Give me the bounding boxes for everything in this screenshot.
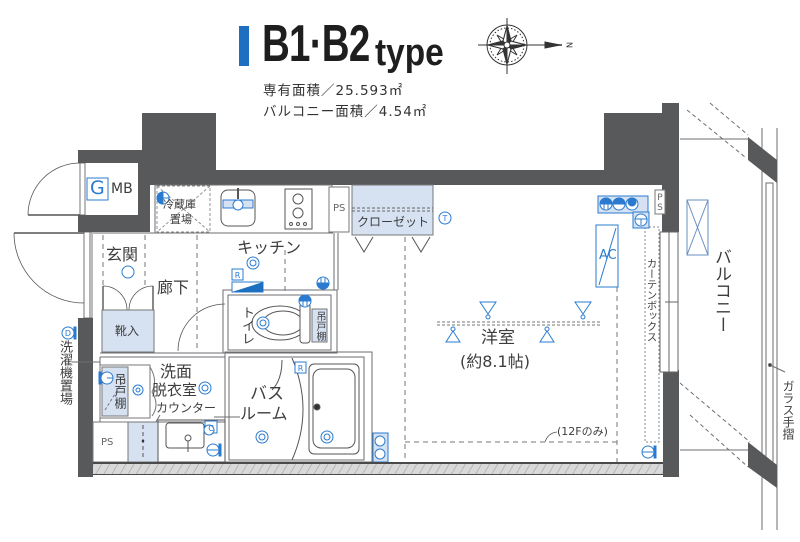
- entrance-door: [13, 231, 93, 319]
- balcony-storage-box: [686, 199, 709, 256]
- pipe-space-label-room: PS: [655, 193, 665, 213]
- control-panel-label: C: [208, 424, 214, 433]
- shoe-cabinet: [101, 309, 155, 353]
- data-outlet-icon: D: [61, 326, 77, 340]
- range-hood-mark: R: [235, 271, 241, 280]
- plan-type-title: B1·B2: [262, 15, 370, 73]
- kitchen-counter: [154, 184, 333, 234]
- entrance-label: 玄関: [106, 245, 139, 264]
- pipe-space-label-washroom: PS: [101, 437, 114, 448]
- kitchen-outlet-icon: [316, 276, 330, 290]
- balcony-label: バルコニー: [711, 248, 731, 333]
- gas-meter-symbol: G: [90, 177, 105, 199]
- pipe-space-room: [654, 189, 666, 215]
- washroom-light-icon: [198, 381, 212, 395]
- note-12f-only: (12Fのみ): [557, 425, 608, 438]
- outlet-icons: D T C: [61, 191, 657, 463]
- control-panel-icon: C: [203, 420, 218, 436]
- balcony-wall-bottom: [748, 442, 777, 488]
- range-hood-icon: R: [231, 268, 264, 293]
- glass-railing-label: ガラス手摺: [781, 380, 795, 440]
- spotlight-icon: [445, 326, 555, 343]
- toilet-cabinet-label: 吊戸棚: [314, 311, 325, 341]
- curtain-box: [644, 226, 660, 443]
- plan-type-suffix: type: [375, 32, 444, 74]
- closet-label: クローゼット: [357, 215, 430, 229]
- washbasin-outlet-icon: [206, 443, 222, 457]
- western-room-label: 洋室: [481, 328, 515, 348]
- fridge-space-label-2: 置場: [170, 213, 192, 226]
- private-area-text: 専有面積／25.593㎡: [263, 83, 404, 99]
- bathroom-label-2: ルーム: [240, 404, 288, 423]
- bath-fan-icon: [372, 432, 389, 463]
- laundry-space-label: 洗濯機置場: [57, 340, 72, 405]
- outlet-cluster: [597, 195, 650, 229]
- entrance-light-icon: [121, 265, 135, 279]
- washroom-label-2: 脱衣室: [152, 381, 198, 399]
- under-counter-storage: [127, 421, 159, 463]
- tv-outlet-label: T: [442, 214, 448, 223]
- kitchen-sink-icon: [220, 188, 256, 227]
- kitchen-label: キッチン: [237, 238, 302, 257]
- washroom-small-light-icon: [132, 384, 144, 396]
- room-outlet-icon: [641, 445, 657, 459]
- pipe-space-label-kitchen: PS: [333, 203, 346, 214]
- exterior-hatched-wall: [93, 462, 663, 475]
- data-outlet-label: D: [65, 329, 71, 338]
- wash-cabinet-label: 吊戸棚: [113, 373, 127, 409]
- kitchen-light-icon: [246, 256, 260, 270]
- north-arrow-icon: [544, 41, 561, 49]
- meter-box: [84, 163, 138, 215]
- toilet-outlet-icon: [298, 294, 312, 308]
- western-room-size: (約8.1帖): [460, 352, 530, 371]
- bath-vent-mark: R: [294, 361, 307, 374]
- hallway-label: 廊下: [157, 278, 190, 297]
- toilet-door-swing: [177, 303, 226, 352]
- closet: [351, 184, 434, 253]
- bathtub-light-icon: [320, 430, 334, 444]
- air-conditioner-label: AC: [599, 248, 617, 263]
- exterior-walls: [78, 103, 679, 477]
- washroom-label-1: 洗面: [160, 362, 193, 381]
- balcony-wall-top: [748, 137, 777, 183]
- ceiling-light-rail: [437, 321, 602, 326]
- balcony-area-text: バルコニー面積／4.54㎡: [263, 104, 428, 120]
- curtain-box-label: カーテンボックス: [645, 258, 658, 342]
- meter-box-label: MB: [111, 181, 133, 197]
- north-label: N: [565, 42, 574, 48]
- toilet-light-icon: [256, 316, 270, 330]
- dashed-boundaries: [102, 235, 618, 462]
- bathroom-label-1: バス: [250, 384, 284, 404]
- bathtub-icon: [271, 357, 360, 461]
- gas-stove-icon: [284, 188, 313, 230]
- pipe-space-kitchen: [328, 186, 350, 233]
- air-conditioner: [595, 224, 619, 288]
- shoe-cabinet-label: 靴入: [115, 324, 140, 338]
- downlight-icon: [479, 301, 592, 320]
- fridge-outlet-icon: [156, 191, 170, 205]
- compass-icon: N: [478, 18, 574, 74]
- ceiling-light-icons: [121, 256, 334, 444]
- tv-outlet-icon: T: [438, 211, 452, 225]
- toilet-wall-cabinet: [311, 308, 328, 343]
- entrance-inner-doors: [102, 285, 154, 311]
- title-accent-bar: [239, 26, 249, 66]
- balcony-window: [659, 231, 679, 373]
- counter-label: カウンター: [156, 401, 217, 415]
- bath-vent-label: R: [298, 364, 304, 373]
- meter-box-door: [27, 162, 86, 216]
- note-12f-pointer: [544, 431, 558, 443]
- washer-outlet-icon: [98, 371, 114, 385]
- toilet-label: トイレ: [239, 306, 254, 345]
- fridge-space-label-1: 冷蔵庫: [163, 198, 196, 211]
- bath-light-icon: [255, 430, 269, 444]
